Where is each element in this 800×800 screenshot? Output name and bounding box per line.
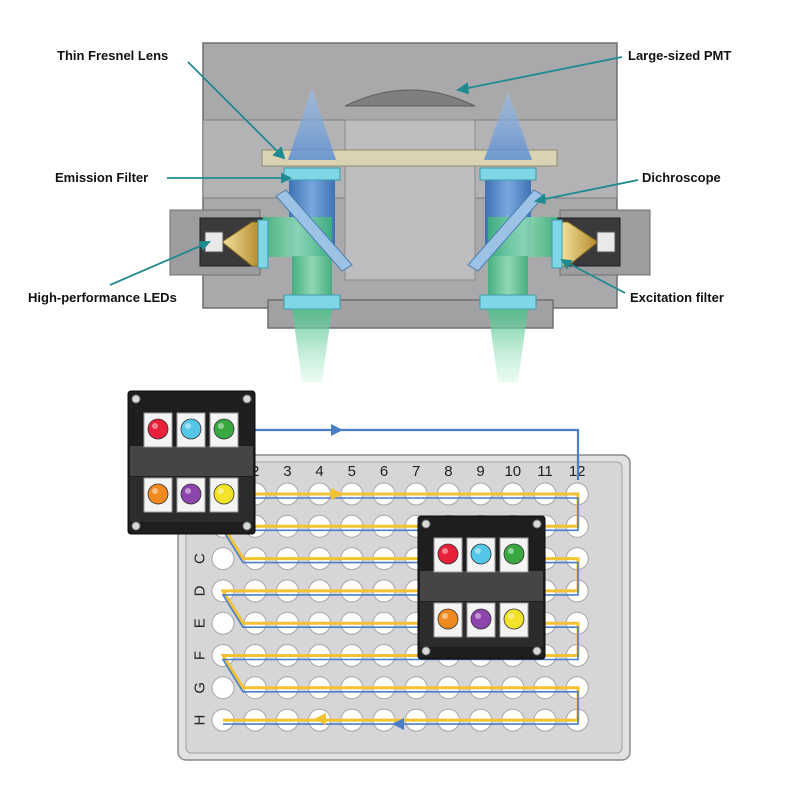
column-label: 6	[380, 463, 388, 480]
emission-cones	[288, 88, 532, 160]
led	[503, 608, 525, 630]
screw	[242, 521, 252, 531]
column-label: 3	[283, 463, 291, 480]
label-pmt: Large-sized PMT	[628, 48, 731, 63]
led	[437, 543, 459, 565]
led	[470, 543, 492, 565]
screw	[421, 646, 431, 656]
arrow-right-blue	[331, 424, 343, 436]
led	[147, 483, 169, 505]
led	[437, 608, 459, 630]
dichroscope-left	[275, 189, 353, 272]
scan-path-yellow	[220, 492, 580, 722]
label-emission-filter: Emission Filter	[55, 170, 148, 185]
label-dichroscope: Dichroscope	[642, 170, 721, 185]
column-label: 5	[348, 463, 356, 480]
label-excitation-filter: Excitation filter	[630, 290, 724, 305]
optical-housing	[169, 42, 651, 329]
screw	[242, 394, 252, 404]
screw	[532, 646, 542, 656]
screw	[532, 519, 542, 529]
emission-filter-right	[479, 167, 537, 181]
dichroscope-right	[467, 189, 545, 272]
screw	[131, 394, 141, 404]
scan-path-entry	[250, 428, 580, 480]
fresnel-lens	[261, 149, 558, 167]
label-fresnel-lens: Thin Fresnel Lens	[57, 48, 168, 63]
led	[180, 418, 202, 440]
leader-lines	[109, 56, 639, 294]
right-optical-channel	[467, 167, 621, 382]
column-label: 10	[504, 463, 521, 480]
well	[211, 676, 235, 700]
emission-filter-left	[283, 167, 341, 181]
column-label: 11	[537, 463, 553, 480]
scan-path-blue	[221, 497, 579, 725]
led	[470, 608, 492, 630]
label-leds: High-performance LEDs	[28, 290, 177, 305]
led	[147, 418, 169, 440]
column-label: 4	[315, 463, 323, 480]
row-label: E	[192, 618, 209, 628]
detector-module-moving	[417, 515, 546, 660]
row-label: C	[192, 553, 209, 564]
detector-module-start	[127, 390, 256, 535]
arrow-left-blue	[392, 718, 404, 730]
well	[211, 611, 235, 635]
pmt-dome	[344, 89, 476, 107]
column-label: 9	[476, 463, 484, 480]
labels: Thin Fresnel Lens Large-sized PMT Emissi…	[28, 48, 731, 305]
row-label: H	[192, 715, 209, 726]
column-label: 7	[412, 463, 420, 480]
arrow-left-yellow	[314, 713, 326, 725]
led	[213, 483, 235, 505]
led	[503, 543, 525, 565]
well	[211, 547, 235, 571]
led-right	[596, 231, 616, 253]
screw	[131, 521, 141, 531]
row-label: F	[192, 651, 209, 660]
arrow-right-yellow	[331, 488, 343, 500]
column-label: 8	[444, 463, 452, 480]
left-optical-channel	[199, 167, 353, 382]
row-label: G	[192, 682, 209, 694]
scan-path	[220, 424, 580, 730]
row-label: D	[192, 585, 209, 596]
led	[213, 418, 235, 440]
row-labels: C D E F G H	[192, 553, 209, 726]
screw	[421, 519, 431, 529]
led	[180, 483, 202, 505]
